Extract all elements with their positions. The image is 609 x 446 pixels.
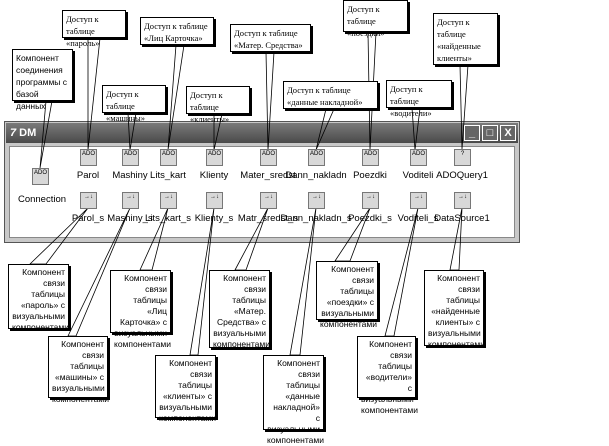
callout-dann: Доступ к таблице «данные накладной»: [283, 81, 378, 109]
component-label[interactable]: Klienty: [199, 170, 229, 181]
callout-pointer: [87, 37, 101, 151]
callout-pointer: [289, 207, 317, 356]
component-label[interactable]: Matr_sredst_s: [237, 213, 299, 224]
callout-lits: Доступ к таблице «Лиц Карточка»: [140, 17, 214, 45]
callout-pointer: [449, 207, 463, 271]
component-label[interactable]: Voditeli: [402, 170, 434, 181]
callout-dann-s: Компонент связи таблицы «данные накладно…: [263, 355, 324, 445]
component-label[interactable]: ADOQuery1: [436, 170, 488, 181]
ado-table-icon[interactable]: ADO: [122, 149, 139, 166]
ado-table-icon[interactable]: ADO: [362, 149, 379, 166]
component-label[interactable]: Voditeli_s: [397, 213, 439, 224]
component-label[interactable]: Parol: [76, 170, 100, 181]
callout-pointer: [384, 207, 419, 337]
datasource-icon[interactable]: →↓: [454, 192, 471, 209]
callout-mashiny: Доступ к таблице «машины»: [102, 85, 166, 123]
callout-pointer: [459, 64, 469, 150]
component-label[interactable]: Mater_sredst: [240, 170, 296, 181]
component-label[interactable]: Lits_kart: [150, 170, 186, 181]
ado-table-icon[interactable]: ADO: [206, 149, 223, 166]
callout-parol: Доступ к таблице «пароль»: [62, 10, 126, 48]
callout-pointer: [127, 112, 137, 151]
callout-poezdki-s: Компонент связи таблицы «поездки» с визу…: [316, 261, 378, 329]
minimize-button[interactable]: _: [464, 125, 480, 141]
component-label[interactable]: Mashiny: [112, 170, 148, 181]
component-label[interactable]: Lits_kart_s: [145, 213, 191, 224]
ado-query-icon[interactable]: ?: [454, 149, 471, 166]
datasource-icon[interactable]: →↓: [206, 192, 223, 209]
component-label[interactable]: Poezdki: [353, 170, 387, 181]
component-label[interactable]: DataSource1: [434, 213, 490, 224]
ado-connection-icon[interactable]: ADO: [32, 168, 49, 185]
callout-parol-s: Компонент связи таблицы «пароль» с визуа…: [8, 264, 69, 332]
component-label[interactable]: Klienty_s: [194, 213, 234, 224]
datasource-icon[interactable]: →↓: [260, 192, 277, 209]
datasource-icon[interactable]: →↓: [362, 192, 379, 209]
callout-mater-s: Компонент связи таблицы «Матер. Средства…: [209, 270, 270, 349]
connection-label[interactable]: Connection: [17, 194, 67, 205]
callout-klienty-s: Компонент связи таблицы «клиенты» с визу…: [155, 355, 216, 423]
callout-pointer: [334, 207, 371, 262]
callout-poezdki: Доступ к таблице «поездки»: [343, 0, 408, 38]
close-button[interactable]: X: [500, 125, 516, 141]
callout-voditeli-s: Компонент связи таблицы «водители» с виз…: [357, 336, 418, 415]
callout-naid-s: Компонент связи таблицы «найденные клиен…: [424, 270, 485, 349]
datasource-icon[interactable]: →↓: [122, 192, 139, 209]
maximize-button[interactable]: □: [482, 125, 498, 141]
callout-pointer: [411, 107, 421, 151]
callout-pointer: [234, 207, 269, 271]
callout-pointer: [213, 113, 223, 151]
callout-voditeli: Доступ к таблице «водители»: [386, 80, 452, 118]
component-label[interactable]: Parol_s: [71, 213, 105, 224]
datasource-icon[interactable]: →↓: [308, 192, 325, 209]
callout-pointer: [139, 207, 169, 271]
callout-pointer: [39, 100, 53, 169]
callout-pointer: [167, 44, 185, 151]
datasource-icon[interactable]: →↓: [410, 192, 427, 209]
window-title: DM: [19, 127, 37, 139]
callout-pointer: [29, 207, 89, 265]
ado-table-icon[interactable]: ADO: [160, 149, 177, 166]
ado-table-icon[interactable]: ADO: [410, 149, 427, 166]
callout-connection: Компонент соединения программы с базой д…: [12, 49, 73, 111]
datasource-icon[interactable]: →↓: [80, 192, 97, 209]
callout-pointer: [315, 108, 335, 151]
ado-table-icon[interactable]: ADO: [80, 149, 97, 166]
datasource-icon[interactable]: →↓: [160, 192, 177, 209]
ado-table-icon[interactable]: ADO: [260, 149, 277, 166]
component-label[interactable]: Mashiny_s: [107, 213, 153, 224]
callout-mater: Доступ к таблице «Матер. Средства»: [230, 24, 311, 52]
component-label[interactable]: Poezdki_s: [348, 213, 392, 224]
callout-mashiny-s: Компонент связи таблицы «машины» с визуа…: [48, 336, 109, 404]
delphi-logo-icon: 7: [10, 127, 17, 139]
callout-pointer: [265, 51, 275, 151]
callout-lits-s: Компонент связи таблицы «Лиц Карточка» с…: [110, 270, 171, 349]
ado-table-icon[interactable]: ADO: [308, 149, 325, 166]
callout-klienty: Доступ к таблице «клиенты»: [186, 86, 250, 124]
component-label[interactable]: Dann_nakladn: [285, 170, 347, 181]
callout-naid: Доступ к таблице «найденные клиенты»: [433, 13, 498, 65]
component-label[interactable]: Dann_nakladn_s: [280, 213, 352, 224]
